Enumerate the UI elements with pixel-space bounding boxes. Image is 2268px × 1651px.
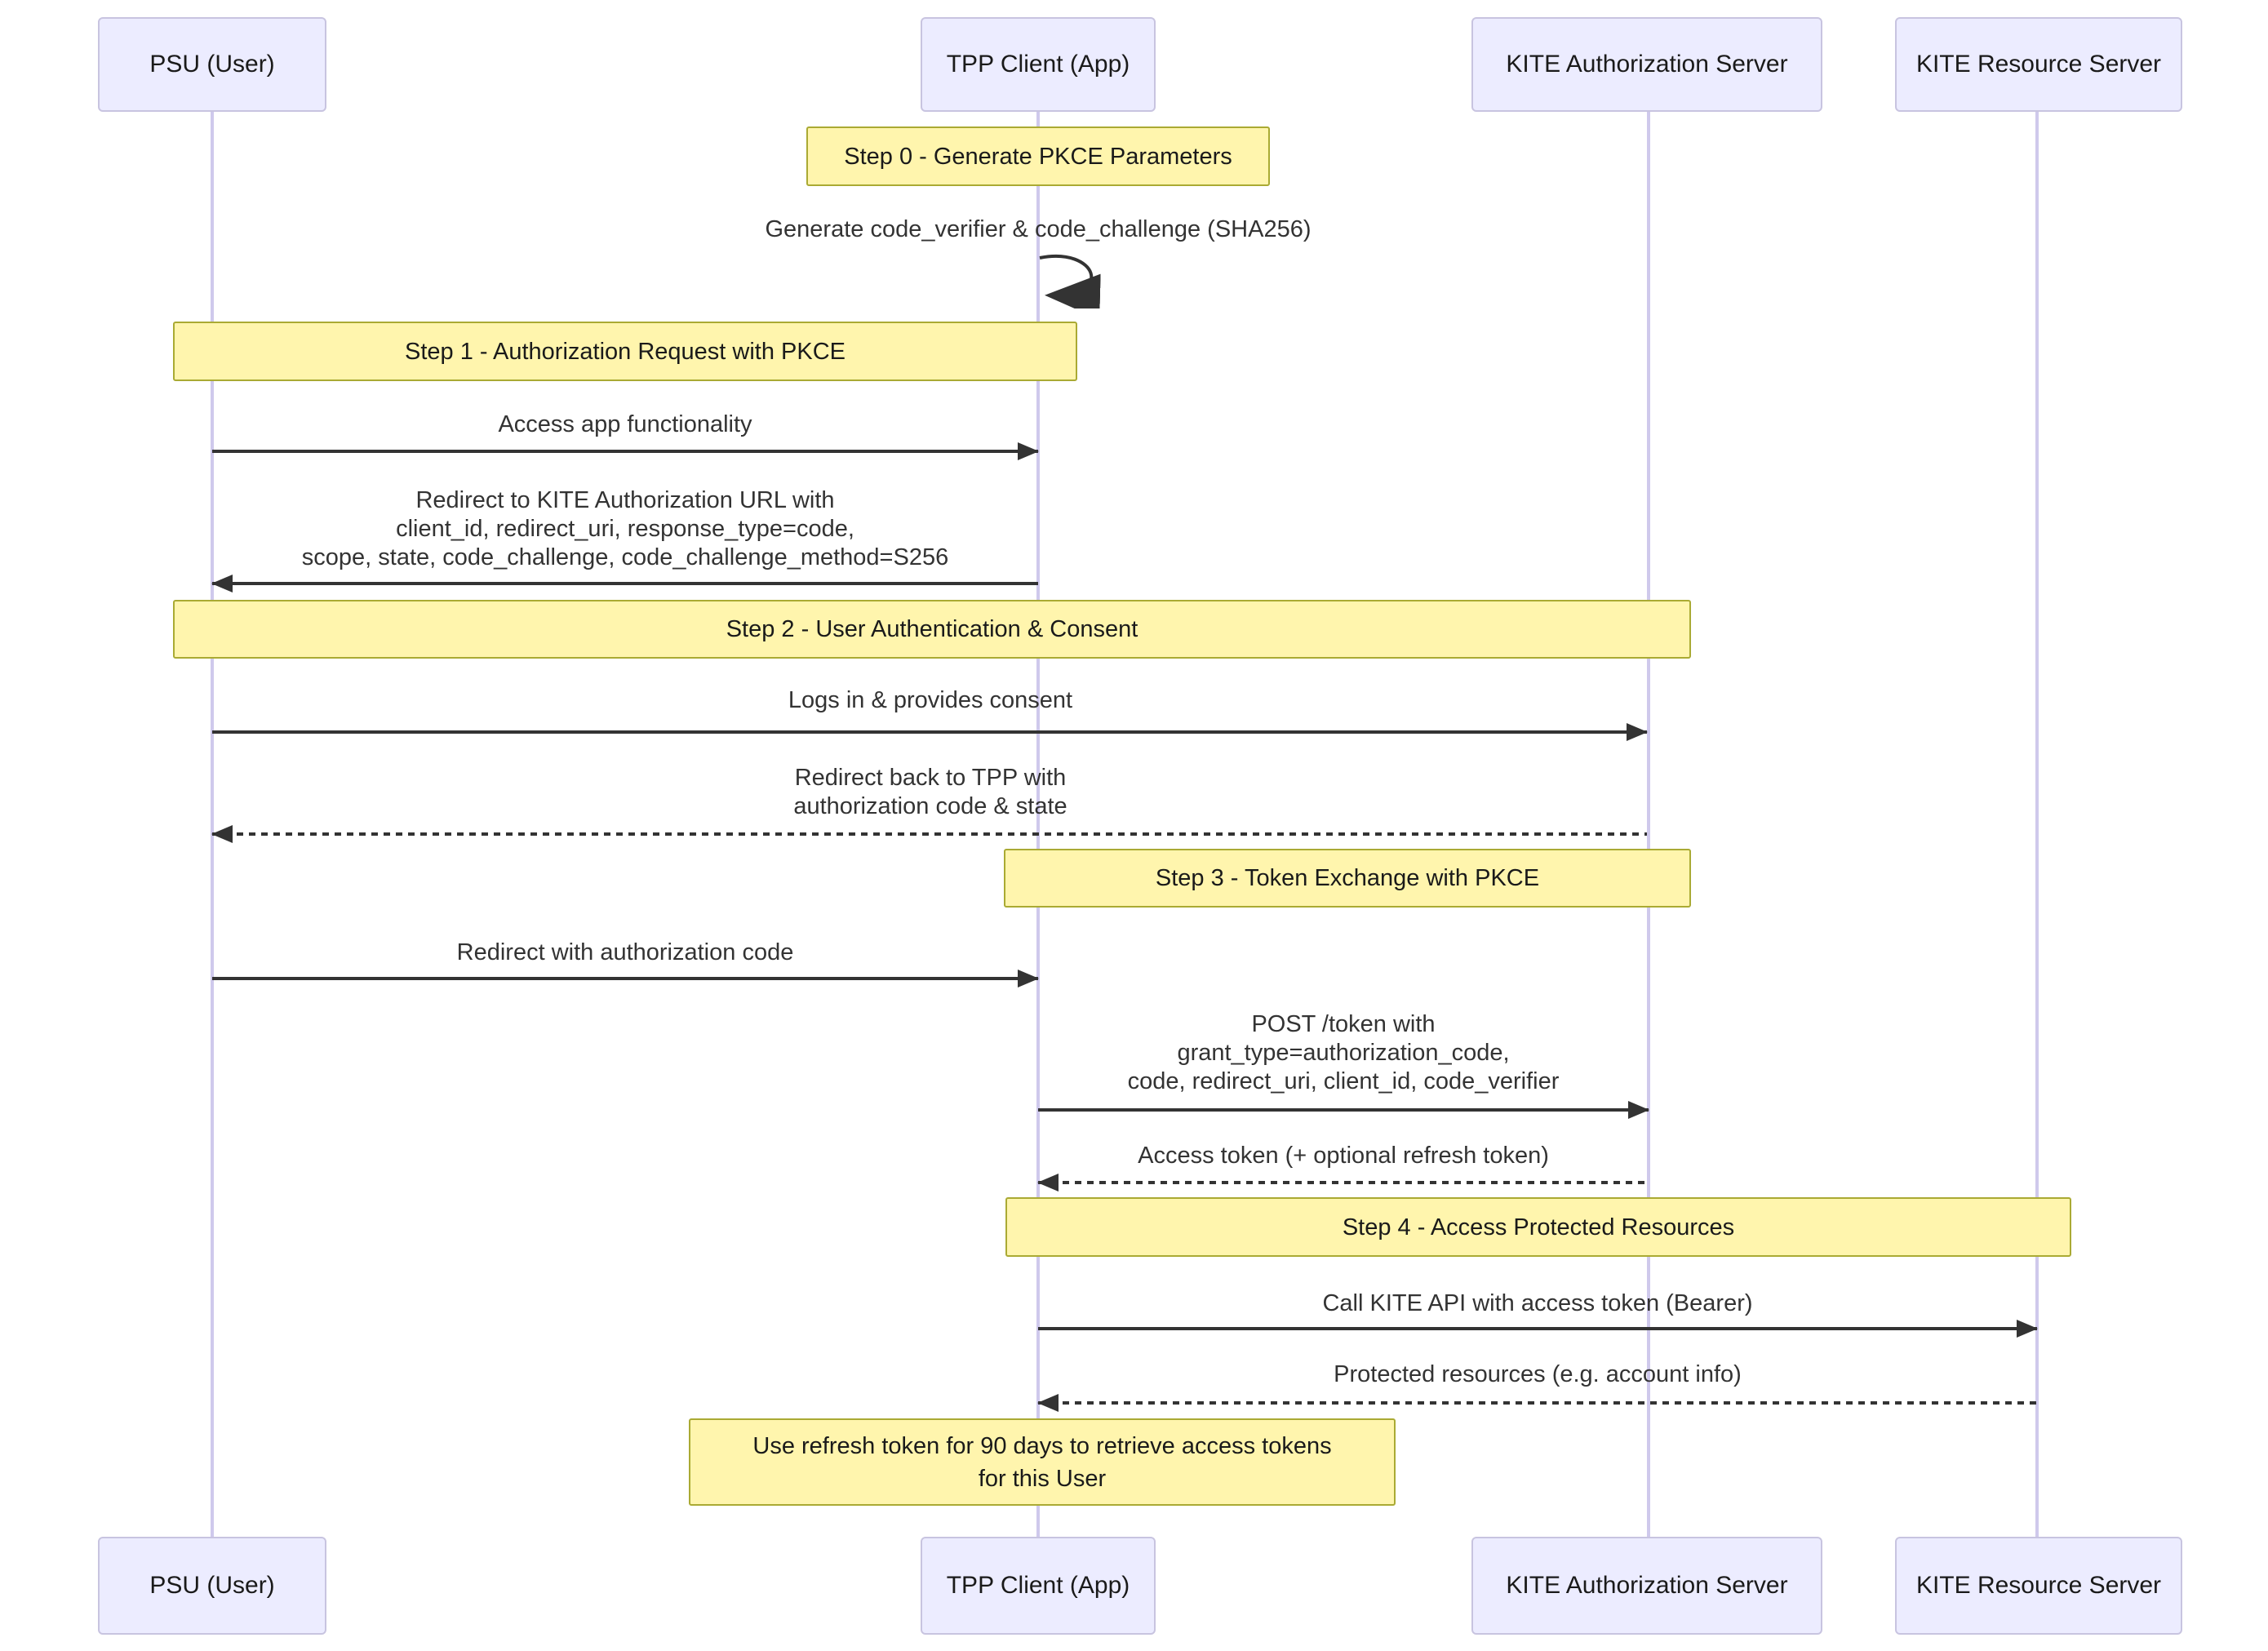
actor-top-psu: PSU (User) [98,17,326,112]
actor-label: PSU (User) [149,1572,275,1599]
arrow-redirect-to-kite [212,582,1038,585]
message-line: Protected resources (e.g. account info) [1334,1361,1742,1387]
lifeline-auth [1647,112,1650,1538]
message-call-api: Call KITE API with access token (Bearer) [1170,1289,1905,1318]
arrow-access-app [212,450,1038,453]
message-generate-pkce: Generate code_verifier & code_challenge … [630,215,1446,244]
actor-bottom-resource: KITE Resource Server [1895,1537,2182,1635]
message-redirect-back: Redirect back to TPP with authorization … [604,764,1257,821]
note-step-4: Step 4 - Access Protected Resources [1005,1197,2071,1257]
message-line: POST /token with [1251,1011,1436,1037]
actor-top-resource: KITE Resource Server [1895,17,2182,112]
message-line: grant_type=authorization_code, [1177,1040,1510,1066]
note-step-1: Step 1 - Authorization Request with PKCE [173,322,1077,381]
message-line: authorization code & state [793,793,1067,819]
message-line: Redirect with authorization code [456,939,794,965]
arrow-redirect-authcode [212,977,1038,980]
actor-label: PSU (User) [149,51,275,78]
note-step-0: Step 0 - Generate PKCE Parameters [806,126,1270,186]
actor-label: KITE Authorization Server [1506,51,1788,78]
message-post-token: POST /token with grant_type=authorizatio… [976,1010,1711,1096]
arrow-login-consent [212,730,1647,734]
note-step-3: Step 3 - Token Exchange with PKCE [1004,849,1691,908]
message-line: Generate code_verifier & code_challenge … [765,216,1312,242]
actor-label: KITE Resource Server [1915,51,2162,78]
arrow-call-api [1038,1327,2037,1330]
actor-label: TPP Client (App) [946,1572,1130,1599]
message-line: Redirect to KITE Authorization URL with [415,487,835,513]
note-step-2: Step 2 - User Authentication & Consent [173,600,1691,659]
message-access-token: Access token (+ optional refresh token) [1017,1142,1670,1170]
note-label: Step 3 - Token Exchange with PKCE [1155,865,1540,891]
arrow-post-token [1038,1108,1649,1112]
message-line: client_id, redirect_uri, response_type=c… [396,516,854,542]
actor-bottom-tpp: TPP Client (App) [921,1537,1156,1635]
arrow-redirect-back [212,832,1647,836]
note-label: Step 2 - User Authentication & Consent [726,616,1138,642]
note-refresh-token: Use refresh token for 90 days to retriev… [689,1418,1396,1506]
actor-bottom-auth: KITE Authorization Server [1471,1537,1822,1635]
message-line: Access app functionality [498,411,752,437]
lifeline-resource [2035,112,2039,1538]
note-label: Step 4 - Access Protected Resources [1342,1214,1735,1240]
actor-top-tpp: TPP Client (App) [921,17,1156,112]
arrow-protected-resources [1038,1401,2037,1405]
actor-label: KITE Authorization Server [1506,1572,1788,1599]
note-label: Step 1 - Authorization Request with PKCE [404,338,846,365]
actor-label: KITE Resource Server [1915,1572,2162,1599]
lifeline-tpp [1036,112,1040,1538]
message-line: Access token (+ optional refresh token) [1138,1143,1549,1169]
message-login-consent: Logs in & provides consent [604,686,1257,715]
note-line: Use refresh token for 90 days to retriev… [752,1432,1332,1459]
actor-top-auth: KITE Authorization Server [1471,17,1822,112]
message-line: Call KITE API with access token (Bearer) [1322,1290,1753,1316]
arrow-access-token [1038,1181,1649,1184]
message-line: code, redirect_uri, client_id, code_veri… [1127,1068,1560,1094]
actor-label: TPP Client (App) [946,51,1130,78]
message-redirect-to-kite: Redirect to KITE Authorization URL with … [176,486,1074,572]
message-protected-resources: Protected resources (e.g. account info) [1170,1360,1905,1389]
message-line: Logs in & provides consent [788,687,1073,713]
message-line: Redirect back to TPP with [794,765,1067,791]
note-line: for this User [978,1465,1107,1492]
note-label: Step 0 - Generate PKCE Parameters [844,143,1232,170]
message-access-app: Access app functionality [299,411,952,439]
message-redirect-authcode: Redirect with authorization code [299,939,952,967]
actor-bottom-psu: PSU (User) [98,1537,326,1635]
self-loop-arrow [1039,255,1101,308]
message-line: scope, state, code_challenge, code_chall… [301,544,949,570]
